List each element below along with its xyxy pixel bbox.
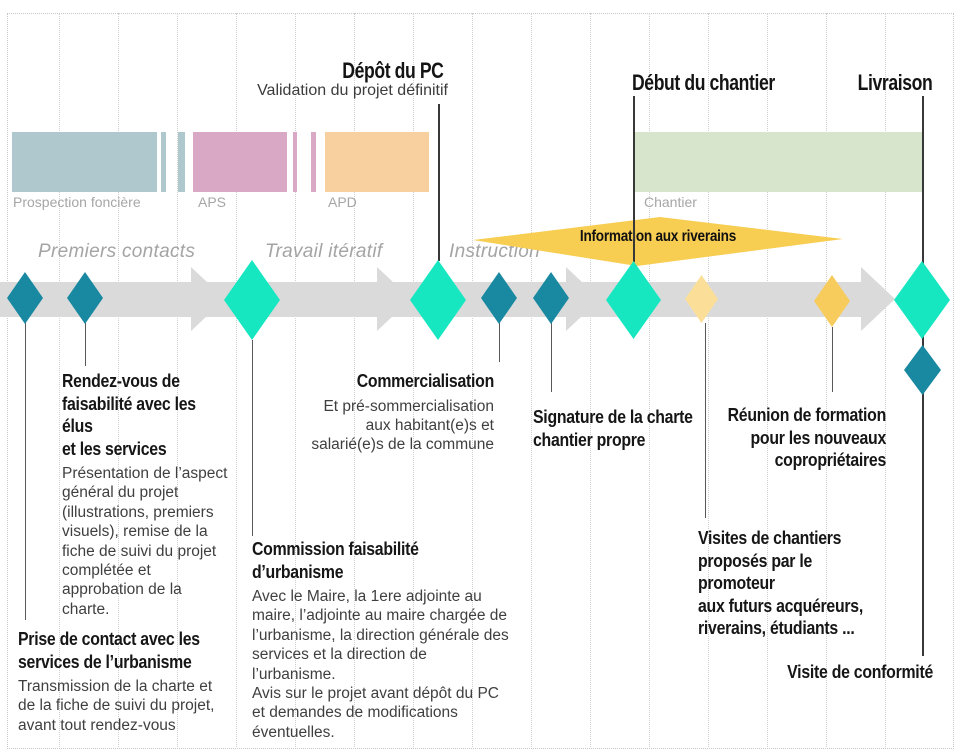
milestone-label-livraison: Livraison xyxy=(857,70,932,95)
timeline-arrowhead-icon xyxy=(566,267,600,331)
event-reunion-formation: Réunion de formation pour les nouveaux c… xyxy=(701,404,887,472)
connector-line xyxy=(252,340,253,536)
grid-line xyxy=(767,13,768,747)
timeline-arrowhead-icon xyxy=(377,267,411,331)
grid-line xyxy=(177,13,178,747)
grid-line xyxy=(708,13,709,747)
connector-line xyxy=(25,322,26,620)
event-signature-charte: Signature de la charte chantier propre xyxy=(533,406,718,451)
grid-line xyxy=(826,13,827,747)
gantt-bar-segment xyxy=(311,132,316,192)
event-title: Signature de la charte chantier propre xyxy=(533,407,693,450)
gantt-bar-label-apd: APD xyxy=(328,194,357,210)
grid-line xyxy=(118,13,119,747)
event-commission: Commission faisabilité d’urbanisme Avec … xyxy=(252,538,542,742)
milestone-label-depot-pc: Dépôt du PC xyxy=(341,58,444,83)
event-title: Commission faisabilité d’urbanisme xyxy=(252,539,419,582)
timeline-arrowhead-icon xyxy=(191,267,225,331)
grid-line xyxy=(354,13,355,747)
connector-line xyxy=(85,322,86,366)
gantt-bar-label-aps: APS xyxy=(198,194,227,210)
grid-line xyxy=(413,13,414,747)
gantt-bar-segment xyxy=(293,132,297,192)
grid-line xyxy=(59,13,60,747)
connector-line xyxy=(633,96,635,262)
connector-line xyxy=(832,327,833,392)
grid-line xyxy=(590,13,591,747)
event-title: Commercialisation xyxy=(356,371,495,391)
event-description: Présentation de l’aspect général du proj… xyxy=(62,465,228,618)
gantt-bar-aps xyxy=(193,132,287,192)
phase-label-travail-iteratif: Travail itératif xyxy=(265,241,383,262)
event-title: Visite de conformité xyxy=(787,662,933,682)
milestone-label-debut-chantier: Début du chantier xyxy=(632,70,775,95)
gantt-bar-segment xyxy=(161,132,166,192)
timeline-arrowhead-icon xyxy=(861,267,895,331)
event-title: Prise de contact avec les services de l’… xyxy=(18,629,200,672)
gantt-bar-prospection xyxy=(12,132,157,192)
event-commercialisation: Commercialisation Et pré-sommercialisati… xyxy=(284,370,494,455)
event-visite-conformite: Visite de conformité xyxy=(733,661,933,684)
grid-line xyxy=(295,13,296,747)
grid-line xyxy=(531,13,532,747)
connector-line xyxy=(438,104,440,261)
event-prise-contact: Prise de contact avec les services de l’… xyxy=(18,628,238,735)
event-visites-chantiers: Visites de chantiers proposés par le pro… xyxy=(698,527,913,640)
connector-line xyxy=(705,323,706,518)
gantt-bar-apd xyxy=(325,132,429,192)
dotted-border xyxy=(7,13,954,749)
grid-line xyxy=(649,13,650,747)
banner-label: Information aux riverains xyxy=(579,228,737,245)
event-description: Transmission de la charte et de la fiche… xyxy=(18,678,215,734)
event-rendez-vous: Rendez-vous de faisabilité avec les élus… xyxy=(62,370,247,619)
event-title: Rendez-vous de faisabilité avec les élus… xyxy=(62,371,196,459)
phase-label-premiers-contacts: Premiers contacts xyxy=(38,241,196,262)
milestone-sublabel-depot-pc: Validation du projet définitif xyxy=(257,82,448,99)
event-description: Avec le Maire, la 1ere adjointe au maire… xyxy=(252,588,509,741)
event-title: Visites de chantiers proposés par le pro… xyxy=(698,528,863,638)
grid-line xyxy=(236,13,237,747)
connector-line xyxy=(499,322,500,362)
gantt-bar-label-prospection: Prospection foncière xyxy=(13,194,141,210)
event-description: Et pré-sommercialisation aux habitant(e)… xyxy=(311,397,494,454)
gantt-bar-label-chantier: Chantier xyxy=(644,194,697,210)
grid-line xyxy=(885,13,886,747)
connector-line xyxy=(551,322,552,392)
event-title: Réunion de formation pour les nouveaux c… xyxy=(727,405,887,470)
gantt-bar-chantier xyxy=(634,132,922,192)
gantt-bar-segment xyxy=(178,132,185,192)
grid-line xyxy=(472,13,473,747)
